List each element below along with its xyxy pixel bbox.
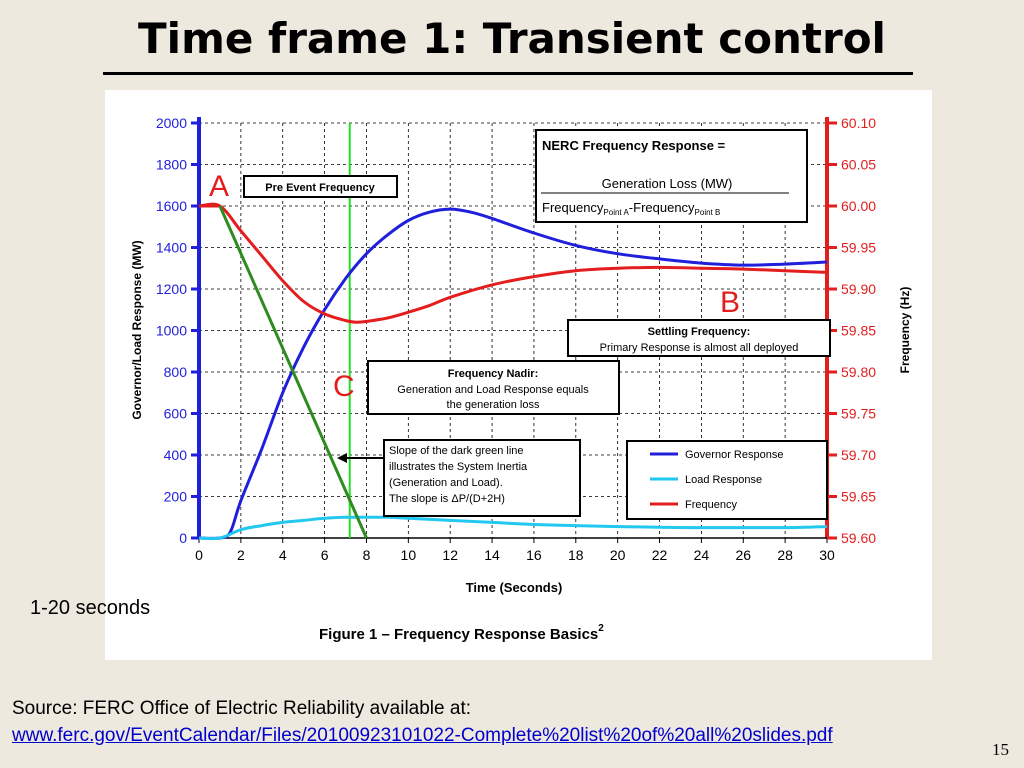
title-underline (103, 72, 913, 75)
y-right-tick-label: 59.70 (841, 447, 876, 463)
data-series (198, 123, 828, 541)
frequency-nadir-box: Frequency Nadir: Generation and Load Res… (367, 360, 620, 415)
nerc-numerator: Generation Loss (MW) (602, 176, 733, 191)
x-tick-label: 16 (526, 547, 542, 563)
series-line-2 (198, 202, 828, 324)
series-line-0 (198, 207, 828, 540)
figure-caption: Figure 1 – Frequency Response Basics2 (319, 623, 604, 643)
y-left-tick-label: 0 (179, 530, 187, 546)
slope-text-4: The slope is ΔP/(D+2H) (389, 493, 505, 505)
nerc-title: NERC Frequency Response = (542, 138, 726, 153)
settling-text: Primary Response is almost all deployed (600, 342, 799, 354)
source-text: Source: FERC Office of Electric Reliabil… (12, 698, 471, 719)
x-axis-title: Time (Seconds) (466, 580, 563, 595)
y-left-tick-label: 800 (164, 364, 188, 380)
x-tick-label: 14 (484, 547, 500, 563)
slope-note-box: Slope of the dark green line illustrates… (337, 439, 581, 517)
point-a-label: A (209, 170, 229, 203)
settling-frequency-box: Settling Frequency: Primary Response is … (567, 319, 831, 357)
nadir-text-1: Generation and Load Response equals (397, 384, 589, 396)
y-left-tick-label: 1000 (156, 323, 187, 339)
x-tick-label: 28 (777, 547, 793, 563)
pre-event-label: Pre Event Frequency (265, 182, 375, 194)
chart-legend: Governor Response Load Response Frequenc… (626, 440, 828, 520)
nadir-text-2: the generation loss (447, 399, 540, 411)
nerc-dash: - (629, 200, 633, 215)
x-tick-label: 10 (401, 547, 417, 563)
y-left-tick-label: 600 (164, 406, 188, 422)
slope-text-2: illustrates the System Inertia (389, 461, 528, 473)
y-left-tick-label: 1400 (156, 240, 187, 256)
y-left-tick-label: 2000 (156, 115, 187, 131)
legend-label-load: Load Response (685, 474, 762, 486)
nerc-sub-b: Point B (695, 208, 721, 217)
x-tick-label: 12 (442, 547, 458, 563)
y-right-tick-label: 60.05 (841, 157, 876, 173)
x-tick-label: 20 (610, 547, 626, 563)
nerc-formula-box: NERC Frequency Response = Generation Los… (535, 129, 808, 223)
nerc-sub-a: Point A (603, 208, 629, 217)
y-right-axis-title: Frequency (Hz) (898, 287, 912, 374)
x-tick-label: 24 (694, 547, 710, 563)
x-tick-label: 30 (819, 547, 835, 563)
point-b-label: B (720, 286, 740, 319)
time-range-caption: 1-20 seconds (30, 597, 151, 619)
slope-text-3: (Generation and Load). (389, 477, 503, 489)
figure-title: Figure 1 – Frequency Response Basics (319, 626, 598, 643)
y-right-tick-label: 60.00 (841, 198, 876, 214)
x-tick-label: 18 (568, 547, 584, 563)
point-c-label: C (333, 370, 355, 403)
x-tick-label: 2 (237, 547, 245, 563)
y-left-tick-label: 1200 (156, 281, 187, 297)
y-right-tick-label: 60.10 (841, 115, 876, 131)
source-link[interactable]: www.ferc.gov/EventCalendar/Files/2010092… (12, 725, 833, 746)
settling-title: Settling Frequency: (648, 326, 751, 338)
x-tick-label: 8 (363, 547, 371, 563)
nerc-denominator: FrequencyPoint A-FrequencyPoint B (542, 200, 720, 217)
series-line-1 (198, 515, 828, 541)
pre-event-box: Pre Event Frequency (243, 175, 398, 198)
legend-label-frequency: Frequency (685, 499, 737, 511)
x-tick-label: 26 (735, 547, 751, 563)
y-left-tick-label: 1600 (156, 198, 187, 214)
nerc-freq-b: Frequency (633, 200, 695, 215)
slide-number: 15 (992, 740, 1009, 759)
legend-label-governor: Governor Response (685, 449, 783, 461)
y-right-tick-label: 59.60 (841, 530, 876, 546)
y-left-tick-label: 400 (164, 447, 188, 463)
y-left-tick-label: 1800 (156, 157, 187, 173)
nadir-title: Frequency Nadir: (448, 368, 538, 380)
nerc-freq-a: Frequency (542, 200, 604, 215)
y-right-tick-label: 59.80 (841, 364, 876, 380)
y-right-tick-label: 59.75 (841, 406, 876, 422)
y-left-tick-label: 200 (164, 489, 188, 505)
inertia-slope-line (218, 205, 368, 539)
figure-superscript: 2 (598, 623, 604, 634)
x-tick-label: 22 (652, 547, 668, 563)
slope-text-1: Slope of the dark green line (389, 445, 524, 457)
x-tick-label: 0 (195, 547, 203, 563)
y-right-tick-label: 59.65 (841, 489, 876, 505)
x-tick-label: 6 (321, 547, 329, 563)
slope-arrow-head (337, 453, 347, 463)
y-right-tick-label: 59.95 (841, 240, 876, 256)
slide-title: Time frame 1: Transient control (138, 14, 886, 63)
y-right-tick-label: 59.90 (841, 281, 876, 297)
y-left-axis-title: Governor/Load Response (MW) (130, 240, 144, 419)
x-tick-label: 4 (279, 547, 287, 563)
y-right-tick-label: 59.85 (841, 323, 876, 339)
